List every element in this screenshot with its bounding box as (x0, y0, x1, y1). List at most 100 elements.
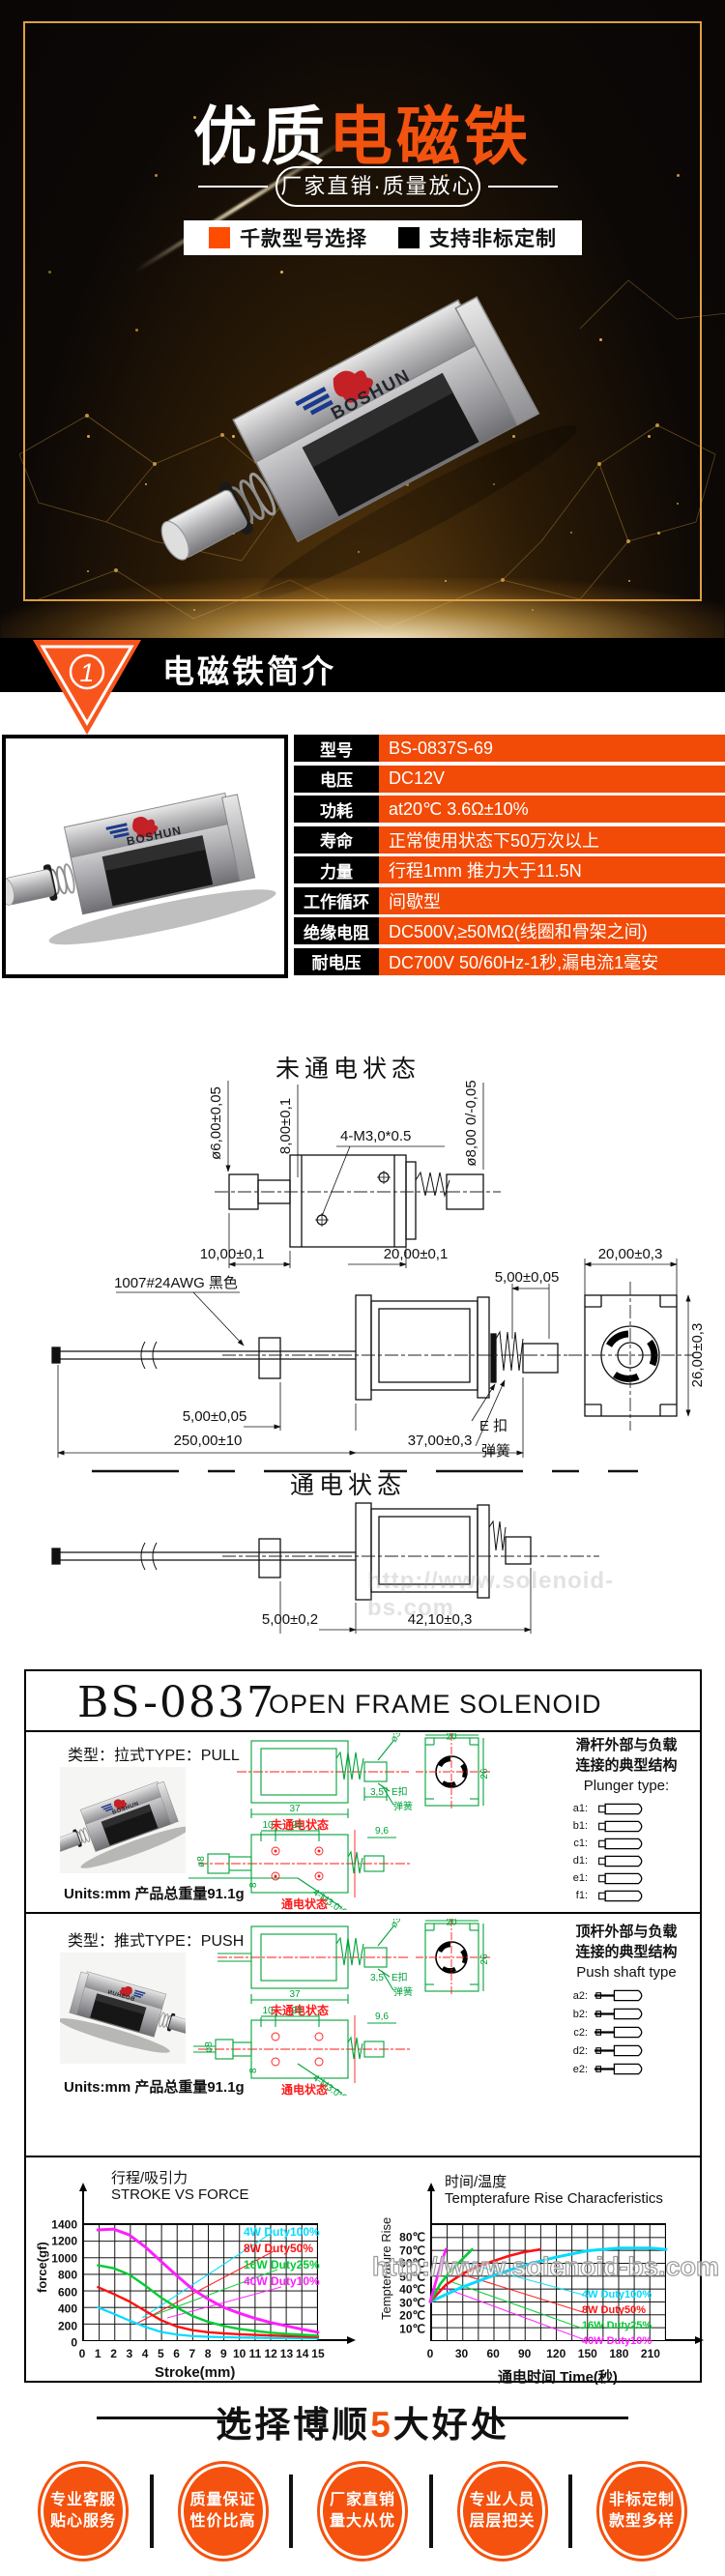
mini-dim-8: 8 (248, 1882, 259, 1888)
badge-inner: 非标定制 款型多样 (602, 2467, 682, 2556)
dim-on-d5: 5,00±0,2 (262, 1611, 318, 1628)
badge-inner: 专业客服 贴心服务 (44, 2467, 123, 2556)
plunger-type-label: b1: (572, 1820, 588, 1832)
datasheet-divider (24, 1730, 702, 1732)
mini-spring: 弹簧 (393, 1985, 413, 1998)
push-shaft-row: c2: (566, 2023, 702, 2041)
datasheet-divider (24, 1912, 702, 1914)
badge-inner: 质量保证 性价比高 (183, 2467, 263, 2556)
drawing-on-title: 通电状态 (290, 1472, 406, 1499)
mini-caption-off: 未通电状态 (270, 2003, 329, 2017)
wire-label: 1007#24AWG 黑色 (114, 1275, 238, 1291)
plunger-icon (598, 1855, 643, 1867)
dim-m3: 4-M3,0*0.5 (340, 1128, 411, 1144)
hero-banner: 优质电磁铁 厂家直销·质量放心 千款型号选择 支持非标定制 (0, 0, 725, 638)
spec-value: DC12V (379, 765, 725, 793)
push-shaft-row: b2: (566, 2005, 702, 2023)
datasheet-product-name: OPEN FRAME SOLENOID (269, 1690, 602, 1719)
push-right-line3: Push shaft type (576, 1964, 677, 1981)
legend-item: 16W Duty25% (244, 2258, 320, 2272)
black-square-icon (398, 227, 420, 248)
dim-dia8: ø8,00 0/-0,05 (463, 1080, 479, 1166)
benefit-badge: 厂家直销 量大从优 (289, 2461, 420, 2562)
spec-row: 电压 DC12V (294, 765, 725, 793)
badge-line1: 质量保证 (189, 2492, 256, 2508)
dim-d250: 250,00±10 (174, 1433, 243, 1449)
spec-value: BS-0837S-69 (379, 735, 725, 762)
product-photo (6, 738, 284, 974)
push-product-photo (60, 1953, 186, 2064)
push-shaft-row: e2: (566, 2060, 702, 2078)
section-number: 1 (79, 658, 94, 687)
badge-line1: 专业客服 (49, 2492, 116, 2508)
mini-dim-20: 20 (446, 1733, 457, 1742)
badge-line2: 量大从优 (329, 2513, 395, 2530)
badge-ring: 非标定制 款型多样 (596, 2461, 687, 2562)
chart1-yaxis-line (82, 2186, 84, 2225)
spec-value: 行程1mm 推力大于11.5N (379, 856, 725, 883)
badge-line2: 性价比高 (189, 2513, 256, 2530)
dim-d20b: 20,00±0,3 (598, 1246, 663, 1262)
mini-caption-off: 未通电状态 (270, 1817, 329, 1832)
pull-product-photo (60, 1767, 186, 1873)
legend-item: 8W Duty50% (582, 2304, 647, 2316)
chart1-curves (96, 2227, 320, 2340)
gold-dust-particles (193, 116, 196, 119)
chart1-xaxis-arrow (347, 2336, 360, 2344)
section-title: 电磁铁简介 (162, 653, 336, 689)
pull-right-line1: 滑杆外部与负载 (575, 1737, 678, 1753)
push-shaft-label: b2: (572, 2008, 588, 2020)
legend-item: 8W Duty50% (244, 2242, 314, 2255)
chart2-yaxis-arrow (427, 2179, 435, 2191)
badge-line2: 贴心服务 (49, 2513, 116, 2530)
datasheet-divider (24, 2156, 702, 2157)
spec-value: DC500V,≥50MΩ(线圈和骨架之间) (379, 917, 725, 944)
push-shaft-row: d2: (566, 2041, 702, 2060)
eclip-label: E 扣 (479, 1418, 508, 1434)
orange-square-icon (209, 227, 230, 248)
datasheet-model: BS-0837 (77, 1678, 276, 1727)
chart1-subtitle: STROKE VS FORCE (111, 2186, 249, 2203)
mini-dim-10: 10 (262, 1820, 274, 1831)
spec-label: 型号 (294, 735, 379, 762)
mini-dim-20: 20 (446, 1919, 457, 1927)
plunger-type-label: d1: (572, 1855, 588, 1867)
push-shaft-label: a2: (572, 1989, 588, 2002)
mini-dim-26: 26 (479, 1954, 490, 1965)
plunger-type-row: d1: (566, 1852, 702, 1869)
chart2-plot (430, 2223, 666, 2341)
chart2-curves (428, 2246, 668, 2340)
spec-label: 寿命 (294, 825, 379, 854)
badge-inner: 厂家直销 量大从优 (323, 2467, 402, 2556)
plunger-type-row: f1: (566, 1887, 702, 1904)
mini-caption-on: 通电状态 (281, 1896, 328, 1910)
badge-inner: 专业人员 层层把关 (462, 2467, 542, 2556)
legend-item: 16W Duty25% (582, 2320, 652, 2331)
push-right-line2: 连接的典型结构 (575, 1944, 678, 1960)
chart1-yaxis-arrow (79, 2179, 87, 2191)
benefit-badge: 专业人员 层层把关 (428, 2461, 561, 2562)
spec-value: at20℃ 3.6Ω±10% (379, 796, 725, 823)
pull-units-label: Units:mm 产品总重量91.1g (64, 1886, 245, 1902)
spec-row: 耐电压 DC700V 50/60Hz-1秒,漏电流1毫安 (294, 947, 725, 975)
dim-d5l: 5,00±0,05 (183, 1408, 247, 1425)
badge-line1: 非标定制 (608, 2492, 675, 2508)
push-mini-drawing: 37 3,5 ø3 E扣 弹簧 20 26 未通电状态 (193, 1919, 490, 2096)
cad-drawing: 未通电状态 ø6,00±0,05 8,00±0,1 4-M3,0*0.5 ø8,… (51, 1056, 706, 1634)
mini-dim-35: 3,5 (370, 1973, 384, 1983)
mini-eclip: E扣 (392, 1971, 408, 1983)
plunger-type-label: f1: (575, 1890, 588, 1901)
heading-line (485, 2417, 628, 2419)
badge-ring: 厂家直销 量大从优 (317, 2461, 408, 2562)
chart1-xaxis-line (318, 2339, 349, 2341)
hero-subtitle-pill: 厂家直销·质量放心 (276, 166, 480, 207)
dim-d5r: 5,00±0,05 (495, 1269, 560, 1286)
plunger-type-label: e1: (572, 1872, 588, 1884)
hero-title-orange: 电磁铁 (329, 101, 532, 172)
spec-label: 耐电压 (294, 947, 379, 975)
push-shaft-label: d2: (572, 2044, 588, 2057)
dim-dia6: ø6,00±0,05 (208, 1086, 224, 1160)
